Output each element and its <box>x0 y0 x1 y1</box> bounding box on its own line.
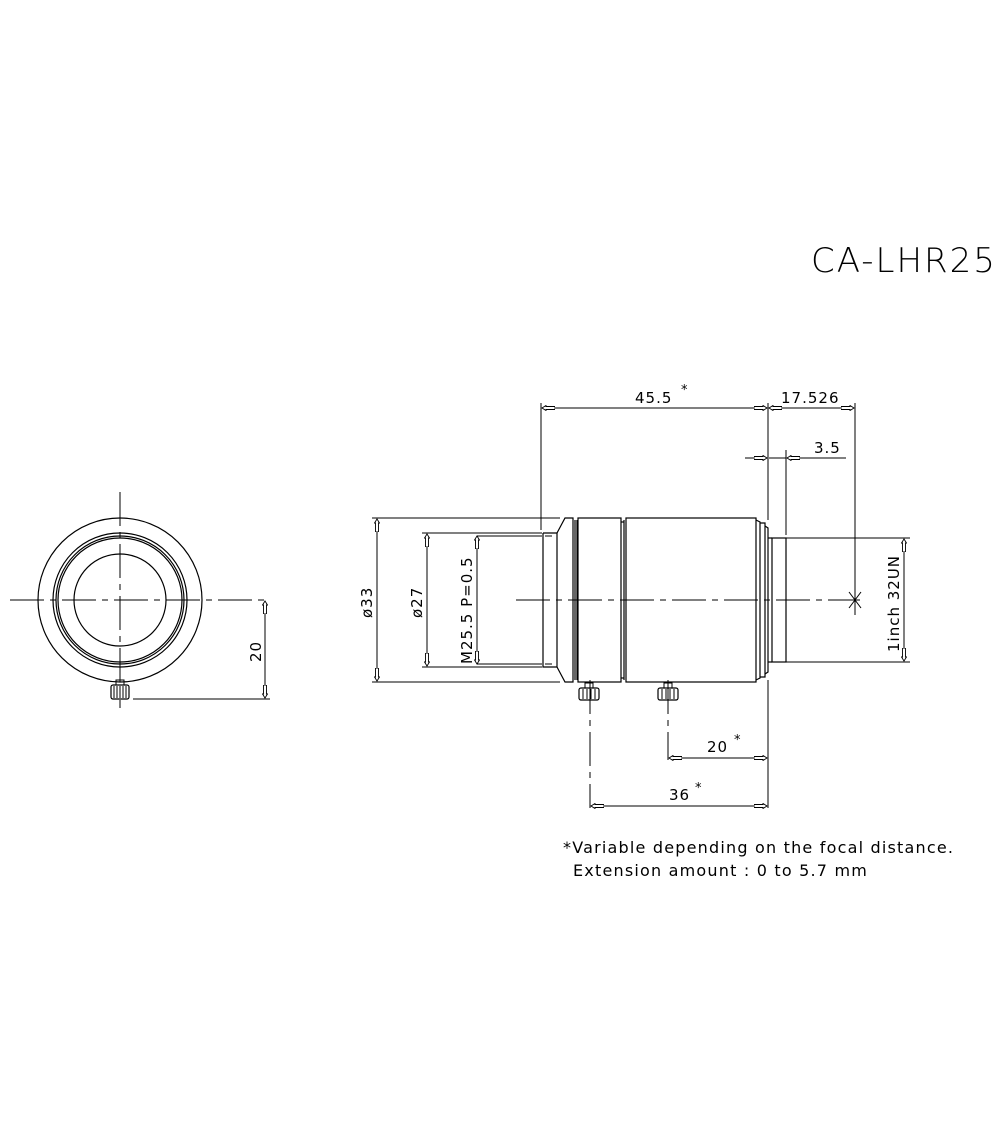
main-barrel <box>625 517 757 683</box>
side-view: 45.5 * 17.526 3.5 ø33 ø27 M25.5 P=0.5 1i… <box>358 383 910 808</box>
dim-filter-thread-label: M25.5 P=0.5 <box>458 556 476 664</box>
dim-mount-thread-length-label: 3.5 <box>814 439 841 457</box>
dim-screw-height-label: 20 <box>247 641 265 662</box>
dim-total-length-label: 45.5 <box>635 389 672 407</box>
dim-mount-thread-label: 1inch 32UN <box>885 555 903 652</box>
svg-text:*: * <box>695 781 703 796</box>
set-screw-rear <box>578 682 600 701</box>
focus-ring <box>577 517 622 683</box>
set-screw-front <box>110 679 130 700</box>
model-title: CA-LHR25 <box>811 241 997 281</box>
dim-outer-diameter-label: ø33 <box>358 587 376 618</box>
svg-text:*: * <box>681 383 689 398</box>
c-mount-thread <box>771 537 787 663</box>
dim-flange-back-label: 17.526 <box>781 389 840 407</box>
dim-front-diameter-label: ø27 <box>408 587 426 618</box>
svg-text:*: * <box>734 733 742 748</box>
note-extension: Extension amount : 0 to 5.7 mm <box>573 861 868 880</box>
dim-screw-front-label: 20 <box>707 738 728 756</box>
front-view: 20 <box>10 492 270 708</box>
note-variable: *Variable depending on the focal distanc… <box>563 838 954 857</box>
front-bezel <box>556 517 574 683</box>
dim-screw-rear-label: 36 <box>669 786 690 804</box>
